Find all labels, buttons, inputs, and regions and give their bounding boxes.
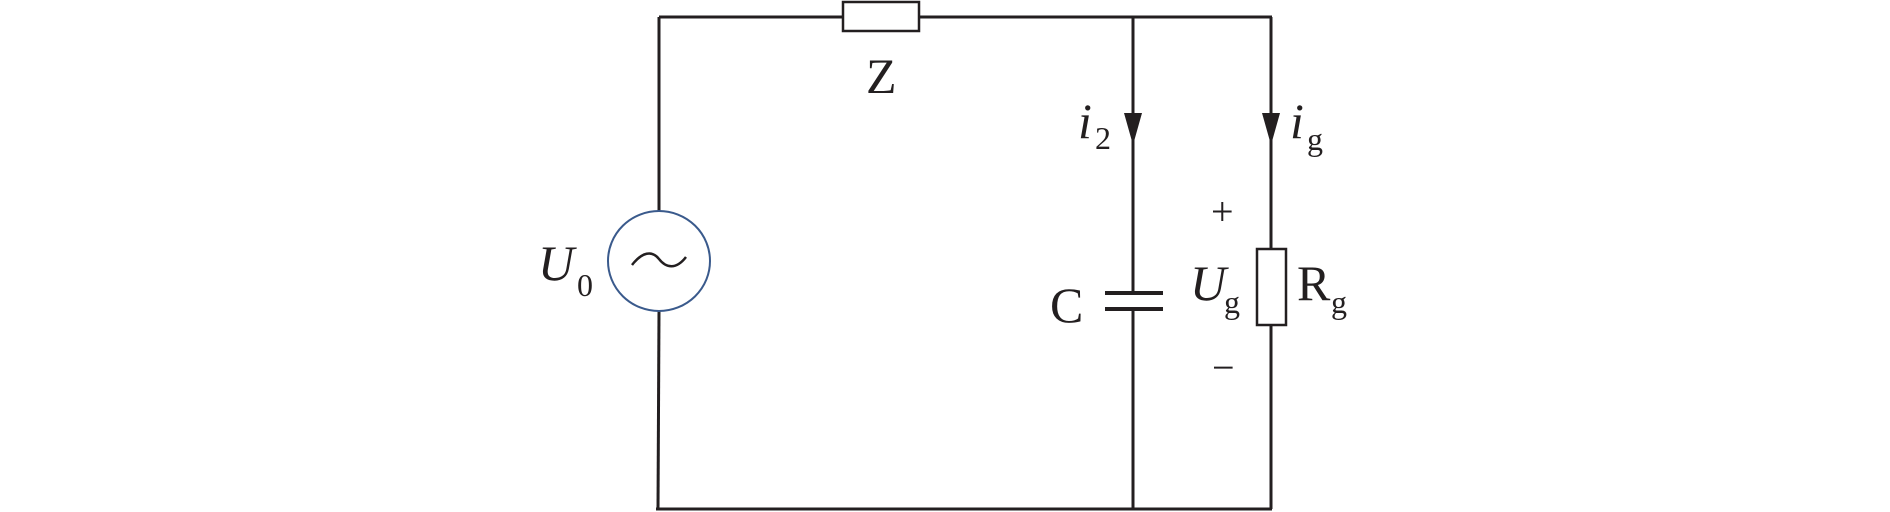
sine-wave-icon: [631, 252, 687, 268]
current-i2-label: i: [1078, 93, 1092, 149]
wires: [656, 15, 1273, 511]
resistor-label-sub: g: [1331, 284, 1347, 320]
impedance-z: [841, 0, 921, 33]
source-label: U: [538, 235, 577, 291]
current-ig-label: i: [1290, 93, 1304, 149]
resistor-label: R: [1297, 255, 1331, 311]
voltage-label: U: [1190, 255, 1229, 311]
capacitor-label: C: [1050, 277, 1083, 333]
resistor-rg: [1255, 247, 1288, 327]
current-ig-sub: g: [1307, 121, 1323, 157]
voltage-minus-sign: −: [1212, 345, 1235, 390]
source-circle: [607, 210, 711, 312]
current-arrow-i2-icon: [1124, 113, 1142, 145]
voltage-label-sub: g: [1224, 284, 1240, 320]
capacitor: [1105, 291, 1163, 311]
source-label-sub: 0: [577, 267, 593, 303]
voltage-plus-sign: +: [1211, 189, 1234, 234]
ac-source: [607, 210, 711, 312]
current-i2-sub: 2: [1095, 120, 1111, 156]
left-wire-lower: [656, 310, 661, 510]
impedance-label: Z: [866, 48, 897, 104]
current-arrow-ig-icon: [1262, 113, 1280, 145]
